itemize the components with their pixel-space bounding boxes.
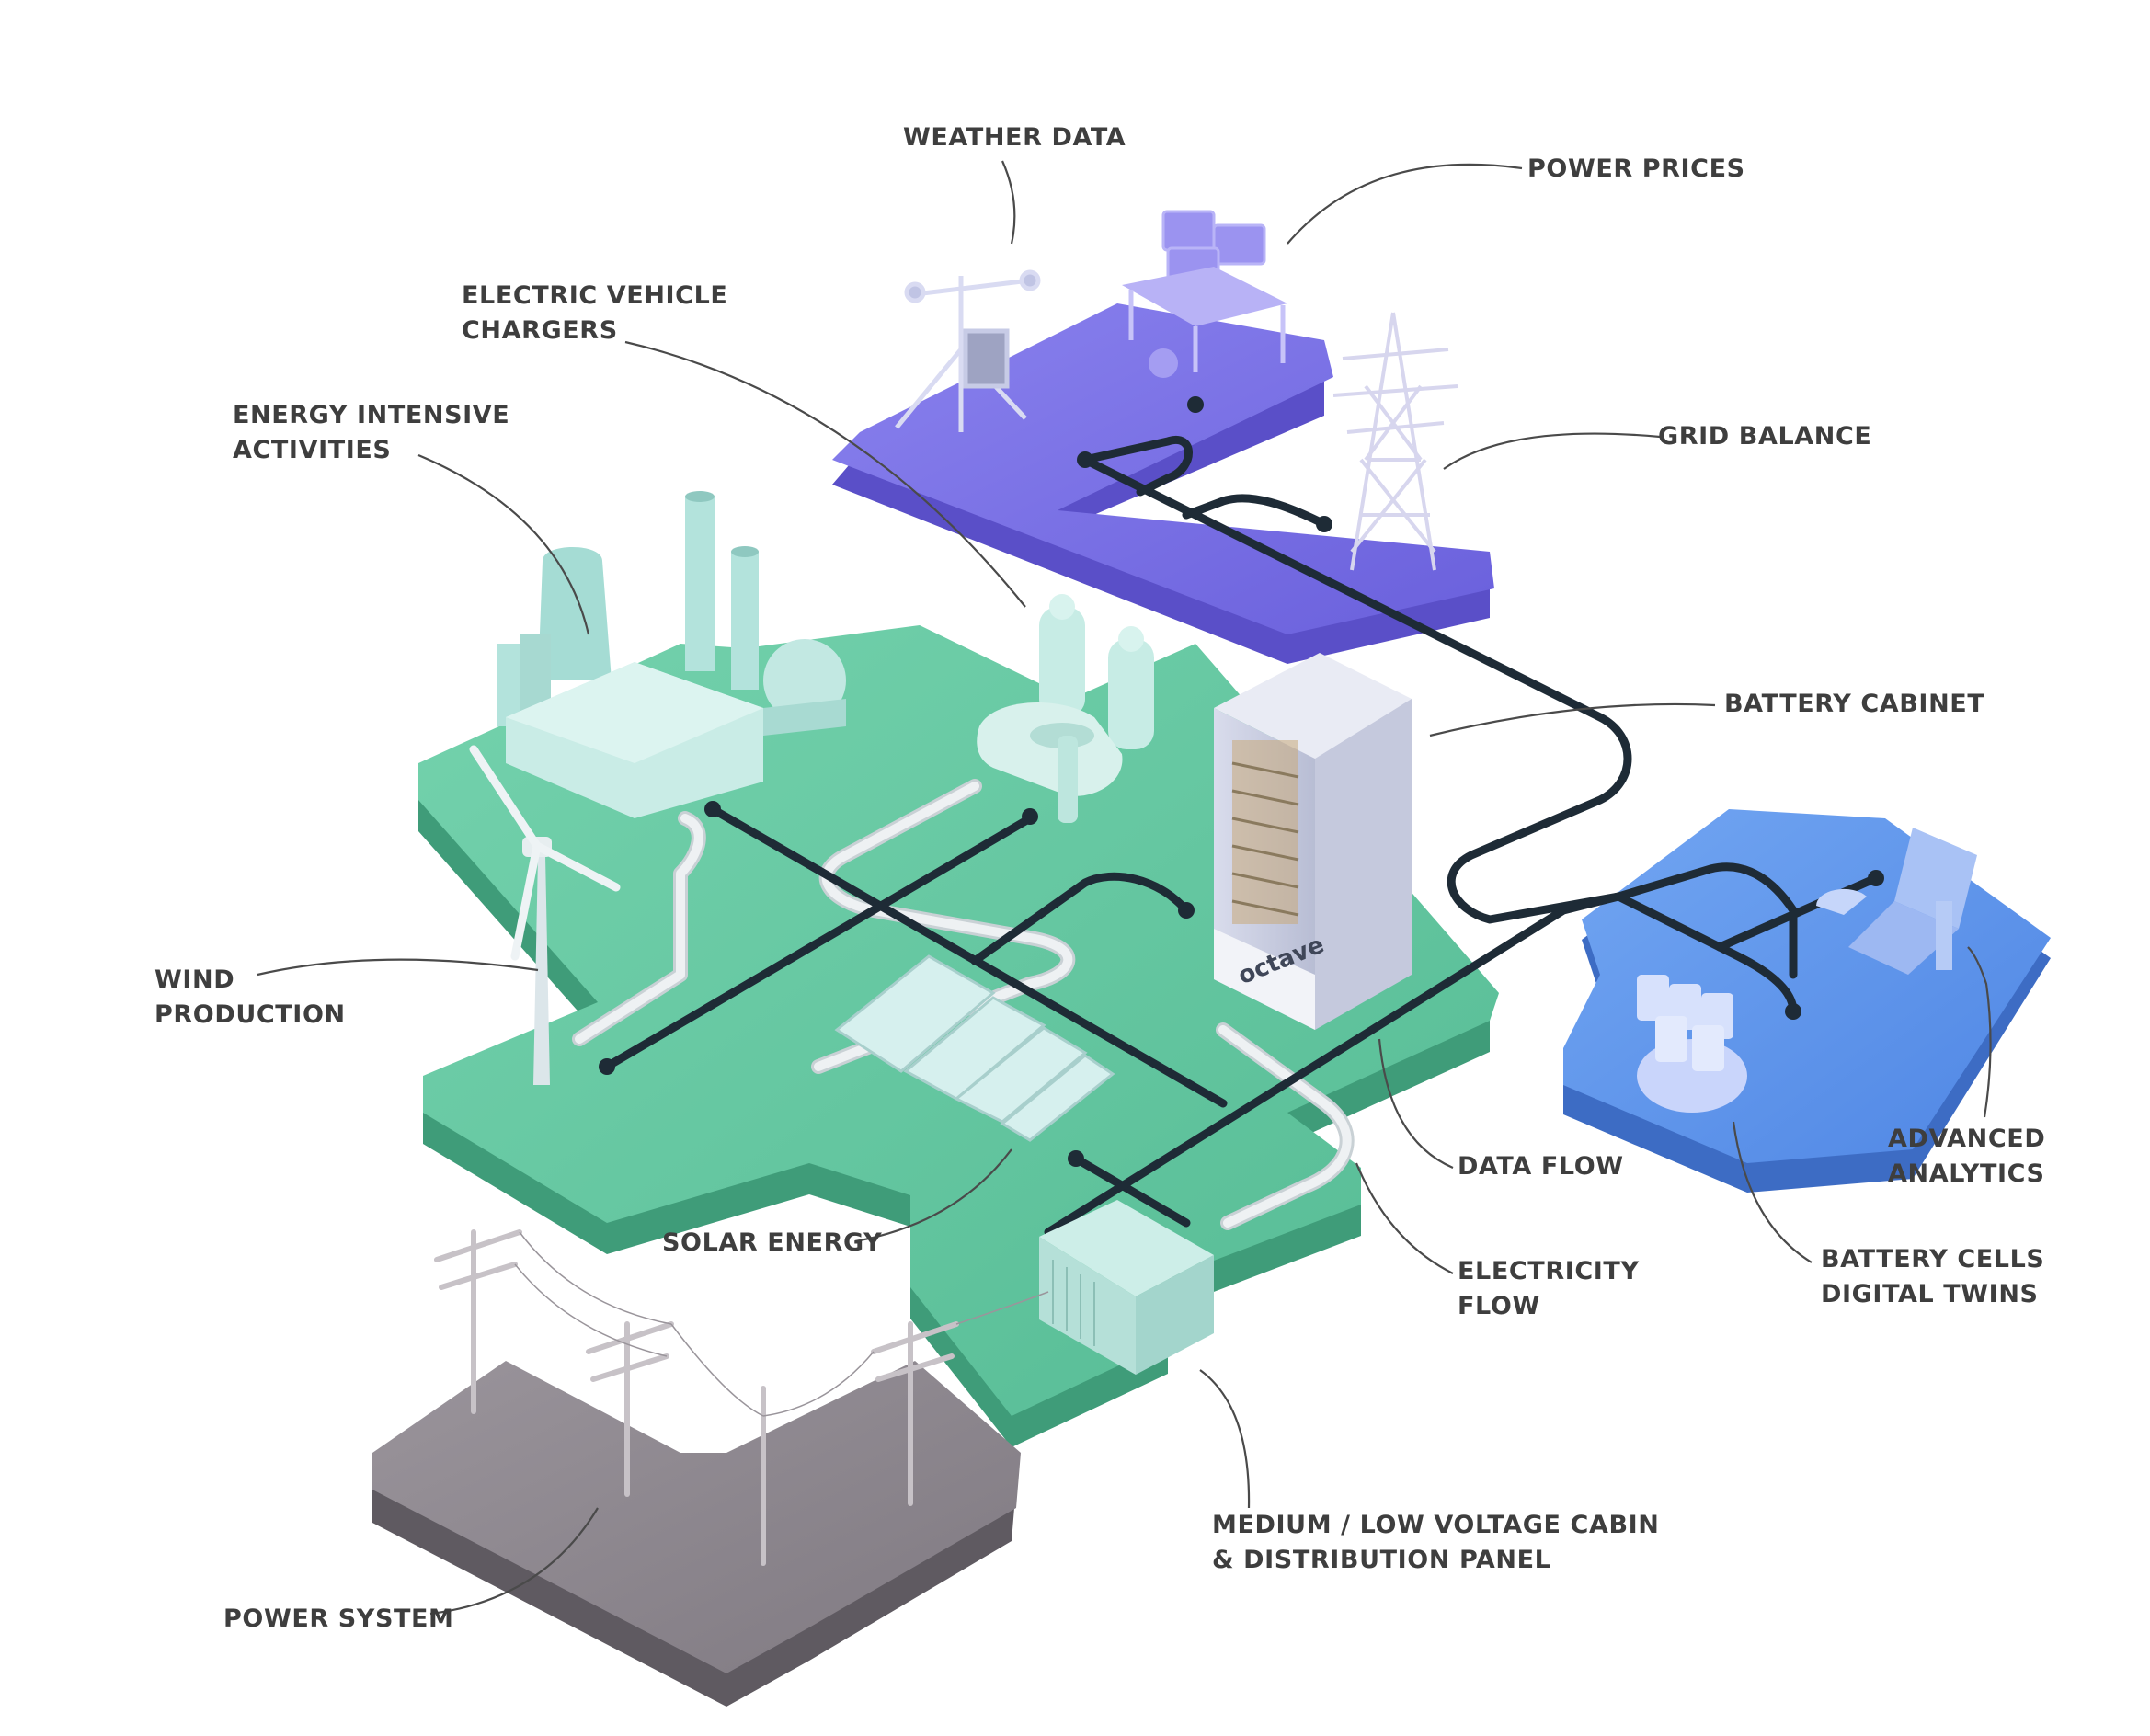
battery-cells bbox=[1637, 975, 1747, 1113]
wind-turbine bbox=[469, 745, 621, 1085]
label-battery-cells-digital-twins: BATTERY CELLS DIGITAL TWINS bbox=[1821, 1245, 2045, 1308]
label-ev-chargers: ELECTRIC VEHICLE CHARGERS bbox=[462, 281, 728, 345]
electric-car bbox=[977, 702, 1123, 823]
industrial-plant bbox=[497, 491, 846, 818]
power-system-platform bbox=[372, 1361, 1021, 1707]
solar-panels bbox=[834, 954, 1115, 1142]
label-weather-data: WEATHER DATA bbox=[903, 123, 1126, 152]
label-battery-cabinet: BATTERY CABINET bbox=[1724, 690, 1985, 718]
label-data-flow: DATA FLOW bbox=[1458, 1152, 1624, 1181]
trading-desk bbox=[1122, 210, 1287, 378]
label-energy-intensive-activities: ENERGY INTENSIVE ACTIVITIES bbox=[233, 401, 510, 464]
transmission-pylon bbox=[1332, 312, 1458, 571]
data-flow-endpoints bbox=[599, 396, 1884, 1167]
label-solar-energy: SOLAR ENERGY bbox=[662, 1228, 883, 1257]
label-electricity-flow: ELECTRICITY FLOW bbox=[1458, 1257, 1640, 1320]
power-lines bbox=[514, 1231, 1049, 1417]
label-power-system: POWER SYSTEM bbox=[223, 1605, 454, 1633]
ev-chargers bbox=[1039, 594, 1154, 749]
battery-cabinet: octave bbox=[1214, 653, 1412, 1030]
analytics-laptop bbox=[1815, 828, 1977, 975]
electricity-flow-pipes bbox=[572, 779, 1355, 1230]
leader-lines bbox=[257, 160, 1992, 1616]
weather-station bbox=[895, 269, 1041, 432]
utility-poles bbox=[434, 1229, 959, 1566]
label-advanced-analytics: ADVANCED ANALYTICS bbox=[1888, 1125, 2046, 1188]
label-wind-production: WIND PRODUCTION bbox=[154, 965, 346, 1029]
label-power-prices: POWER PRICES bbox=[1527, 154, 1745, 183]
label-medium-low-voltage-cabin: MEDIUM / LOW VOLTAGE CABIN & DISTRIBUTIO… bbox=[1212, 1511, 1660, 1574]
label-grid-balance: GRID BALANCE bbox=[1658, 422, 1872, 451]
voltage-cabin bbox=[1039, 1200, 1214, 1375]
